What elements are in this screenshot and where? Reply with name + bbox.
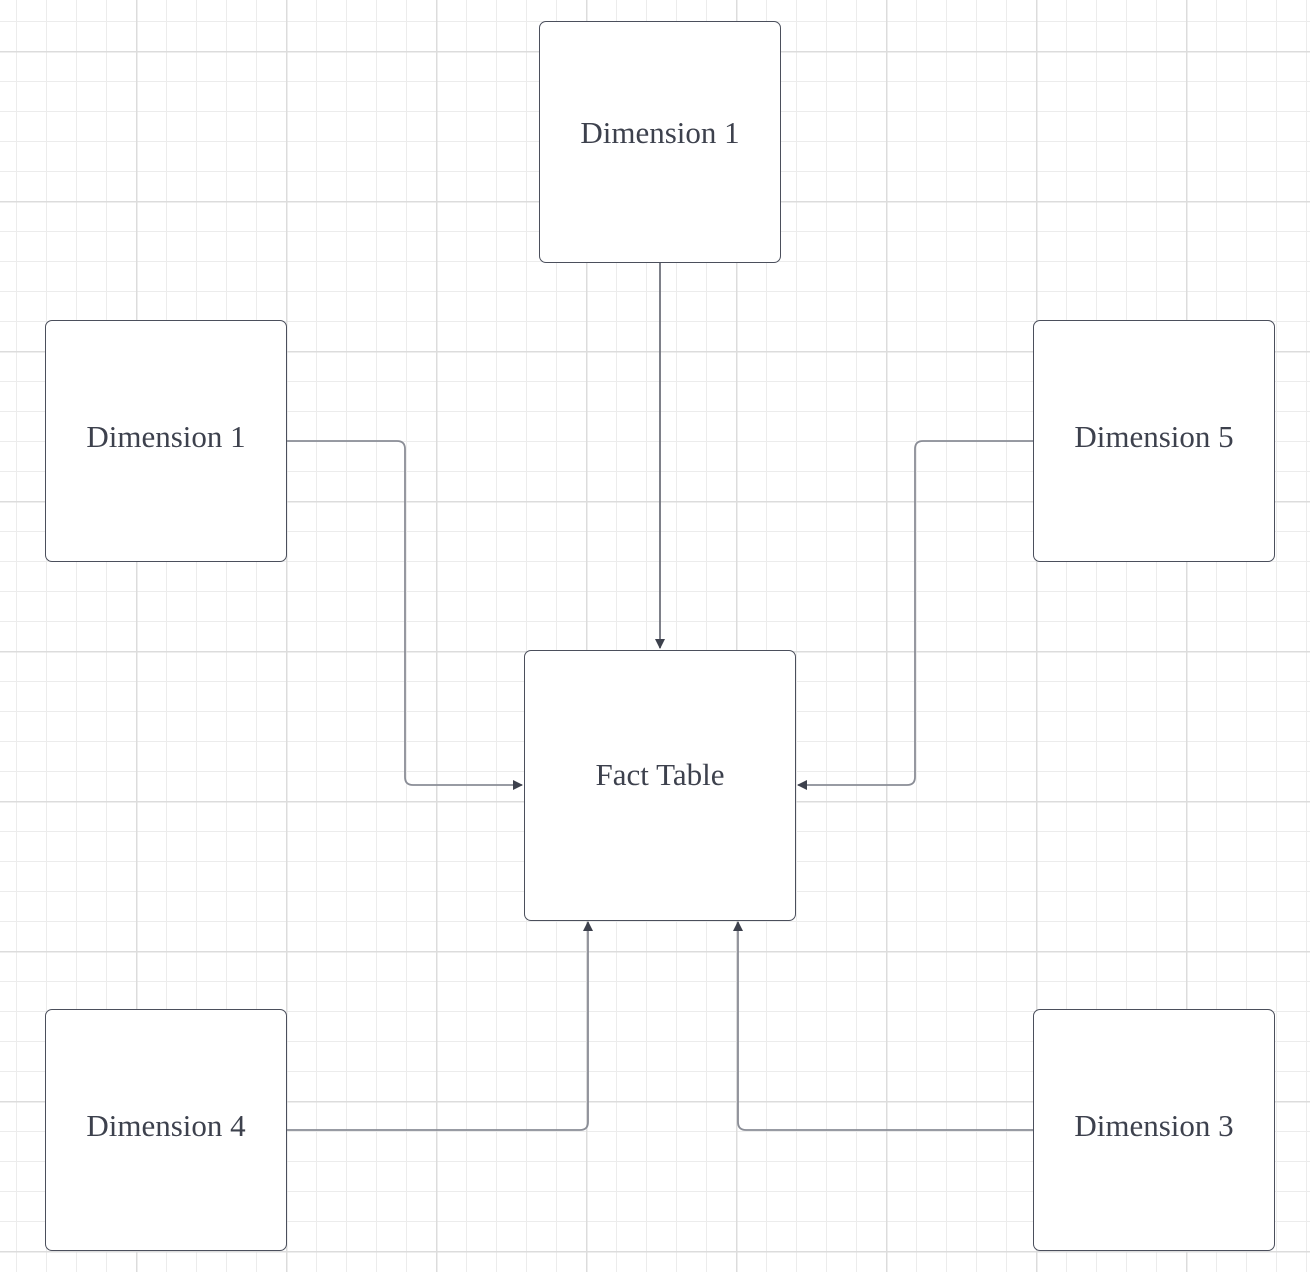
dimension-label: Dimension 4	[86, 1107, 246, 1143]
dimension-box-top[interactable]: Dimension 1	[539, 21, 781, 263]
fact-table-label: Fact Table	[595, 757, 725, 792]
dimension-label: Dimension 1	[86, 418, 246, 454]
dimension-box-bottom-left[interactable]: Dimension 4	[45, 1009, 287, 1251]
connector-dim-right-to-fact[interactable]	[797, 440, 1034, 790]
dimension-box-right[interactable]: Dimension 5	[1033, 320, 1275, 562]
dimension-label: Dimension 3	[1074, 1107, 1234, 1143]
fact-table-box[interactable]: Fact Table	[524, 650, 796, 921]
dimension-label: Dimension 5	[1074, 418, 1234, 454]
dimension-label: Dimension 1	[580, 115, 740, 150]
connector-dim-bottom-right-to-fact[interactable]	[733, 921, 1034, 1131]
connector-dim-bottom-left-to-fact[interactable]	[286, 921, 593, 1131]
dimension-box-bottom-right[interactable]: Dimension 3	[1033, 1009, 1275, 1251]
connector-dim-left-to-fact[interactable]	[286, 440, 523, 790]
dimension-box-left[interactable]: Dimension 1	[45, 320, 287, 562]
